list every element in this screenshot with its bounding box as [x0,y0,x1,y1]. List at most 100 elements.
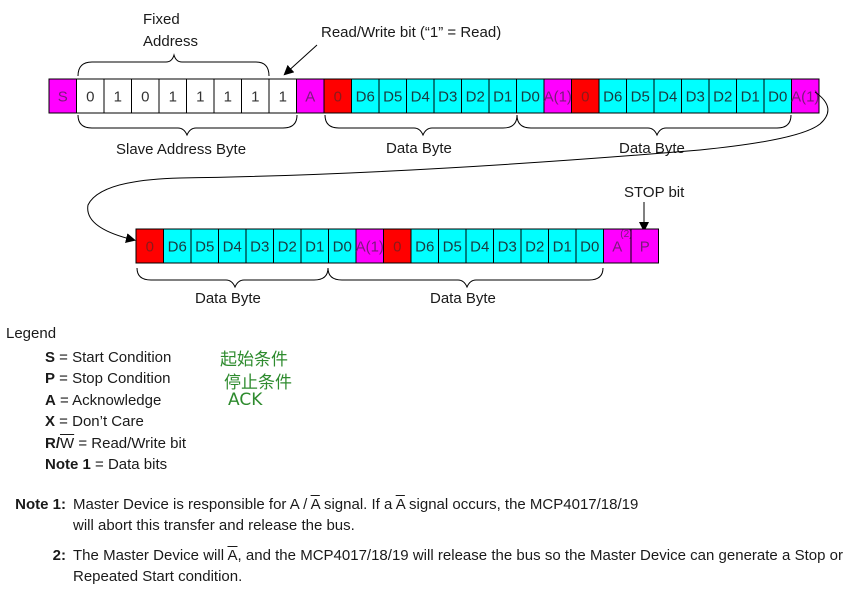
bit-cell-label: 0 [393,239,401,256]
bit-cell-box [158,78,187,114]
bit-cell-label: D1 [493,89,512,106]
bit-cell-label: D2 [713,89,732,106]
bit-cell-r1-23: D3 [681,78,710,114]
bit-cell-r1-15: D2 [461,78,490,114]
bit-cell-label: 0 [146,239,154,256]
note-2-text: The Master Device will A, and the MCP401… [73,547,843,585]
fixed-address-label-line2: Address [143,33,198,50]
bit-cell-label: D6 [415,239,434,256]
notes: Note 1: Master Device is responsible for… [0,494,853,587]
legend-item-dont-care: X = Don’t Care [45,413,144,430]
bit-cell-box [378,78,407,114]
bit-cell-label: D3 [438,89,457,106]
bit-cell-r1-11: D6 [351,78,380,114]
bit-cell-label: D5 [443,239,462,256]
bit-cell-r1-17: D0 [516,78,545,114]
bit-cell-r1-14: D3 [433,78,462,114]
rw-bit-label: Read/Write bit (“1” = Read) [321,24,501,41]
data-byte-brace-3 [136,267,329,289]
bit-cell-r2-10: D6 [410,228,439,264]
bit-cell-r1-12: D5 [378,78,407,114]
annotation-stop-cn: 停止条件 [224,373,292,393]
bit-cell-r1-13: D4 [406,78,435,114]
bit-cell-r1-3: 0 [131,78,160,114]
bit-cell-label: D6 [356,89,375,106]
data-byte-brace-2 [516,114,792,137]
bit-cell-label: 0 [141,89,149,106]
fixed-address-label-line1: Fixed [143,11,180,28]
bit-cell-label: S [58,89,68,106]
bit-cell-r1-8: 1 [268,78,297,114]
bit-cell-box [488,78,517,114]
legend-item-ack: A = Acknowledge [45,391,162,409]
note-1-text: Master Device is responsible for A / A s… [73,496,639,513]
bit-cell-box [351,78,380,114]
bit-cell-label: A(1) [791,89,819,106]
bit-cell-r1-4: 1 [158,78,187,114]
bit-cell-r1-21: D5 [626,78,655,114]
bit-cell-r1-24: D2 [708,78,737,114]
rw-bit-arrow [283,44,318,76]
bit-cell-r1-20: D6 [598,78,627,114]
note-1: Note 1: Master Device is responsible for… [0,494,853,536]
bit-cell-box [355,228,384,264]
bit-cell-label: P [640,239,650,256]
bit-cell-r2-15: D1 [548,228,577,264]
note-2: 2: The Master Device will A, and the MCP… [0,545,853,587]
data-byte-brace-1 [324,114,518,137]
bit-cell-box [135,228,164,264]
bit-cell-label: D2 [525,239,544,256]
bit-cell-label: A(1) [544,89,572,106]
bit-cell-label: D4 [223,239,242,256]
bit-cell-label: D6 [603,89,622,106]
bit-cell-r1-10: 0 [323,78,352,114]
bit-cell-r2-4: D3 [245,228,274,264]
bit-cell-box [241,78,270,114]
legend: Legend S = Start Condition P = Stop Cond… [6,323,186,476]
bit-cell-label: D1 [553,239,572,256]
data-byte-label-row1-1: Data Byte [386,140,452,157]
bit-cell-box [653,78,682,114]
annotation-ack: ACK [228,390,263,410]
bit-cell-box [438,228,467,264]
legend-item-start: S = Start Condition [45,348,172,366]
bit-cell-box [763,78,792,114]
bit-cell-r1-5: 1 [186,78,215,114]
bit-cell-label: D6 [168,239,187,256]
bit-cell-r2-9: 0 [383,228,412,264]
bit-cell-r2-0: 0 [135,228,164,264]
slave-address-byte-brace [77,114,298,137]
data-byte-label-row2-1: Data Byte [195,290,261,307]
bit-cell-label: D3 [686,89,705,106]
bit-cell-box [163,228,192,264]
legend-item-note1: Note 1 = Data bits [45,456,168,473]
bit-cell-r1-25: D1 [736,78,765,114]
bit-cell-box [626,78,655,114]
stop-bit-label: STOP bit [624,184,685,201]
bit-cell-label: D5 [383,89,402,106]
bit-cell-r2-17: A(2) [603,228,632,264]
bit-cell-label: D1 [741,89,760,106]
legend-item-stop: P = Stop Condition [45,370,171,387]
bit-cell-label: D1 [305,239,324,256]
bit-cell-r1-1: 0 [76,78,105,114]
bit-cell-box [630,228,659,264]
bit-cell-label: 0 [334,89,342,106]
bit-cell-r1-7: 1 [241,78,270,114]
bit-cell-box [268,78,297,114]
bit-cell-r2-12: D4 [465,228,494,264]
slave-address-byte-label: Slave Address Byte [116,141,246,158]
bit-cell-label: 1 [114,89,122,106]
bit-cell-box [296,78,325,114]
bit-cell-box [213,78,242,114]
bit-cell-label: D4 [470,239,489,256]
bit-cell-label: D0 [580,239,599,256]
data-byte-label-row2-2: Data Byte [430,290,496,307]
bit-cell-r1-0: S [48,78,77,114]
legend-title: Legend [6,325,57,342]
bit-cell-r1-26: D0 [763,78,792,114]
bit-cell-box [406,78,435,114]
note-1-line2: will abort this transfer and release the… [73,517,355,534]
